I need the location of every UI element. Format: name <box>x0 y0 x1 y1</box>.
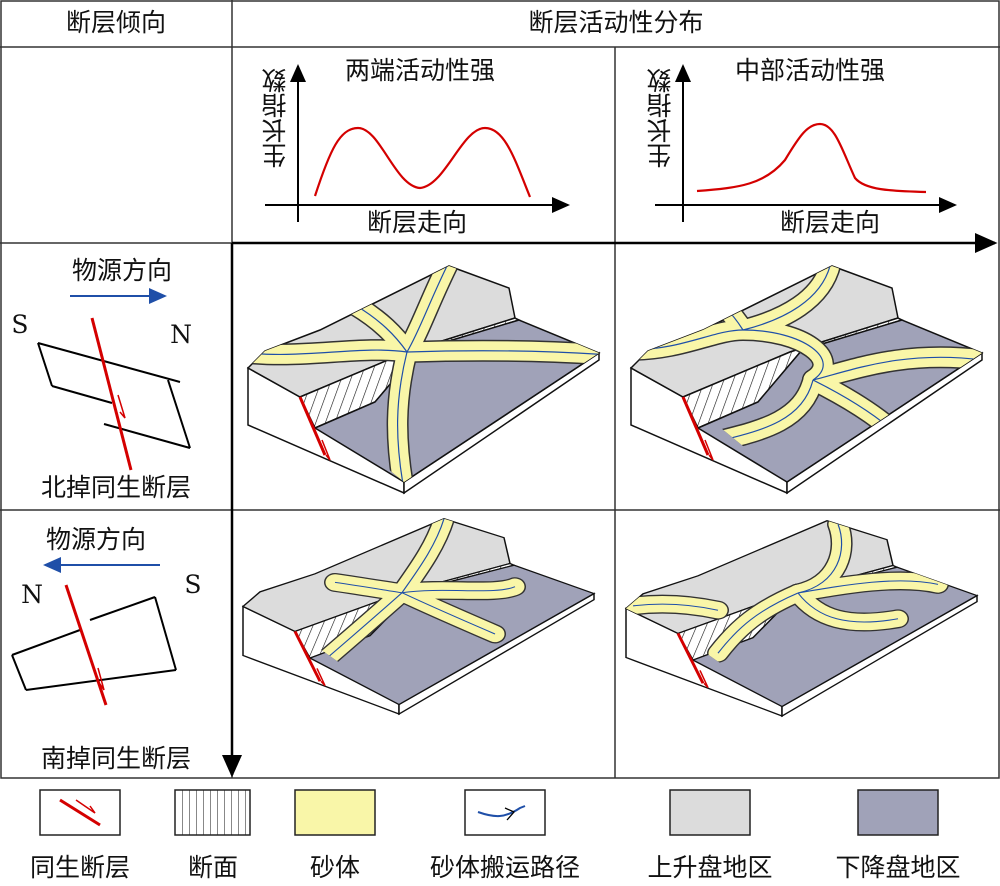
fault-plane-icon <box>174 789 251 836</box>
downthrown-area <box>691 566 979 708</box>
syn-fault-line <box>681 396 710 456</box>
direction-left: S <box>11 310 29 339</box>
growth-curve <box>696 122 927 194</box>
header-activity-distribution: 断层活动性分布 <box>528 8 704 37</box>
legend-label: 同生断层 <box>29 853 131 882</box>
direction-right: S <box>184 570 202 599</box>
source-direction-label: 物源方向 <box>71 256 173 285</box>
legend <box>39 789 939 836</box>
syn-fault-line <box>298 396 327 456</box>
source-direction-label: 物源方向 <box>45 525 147 554</box>
transport-path-icon <box>464 789 546 836</box>
upthrown-icon <box>669 789 751 836</box>
chart1-ylabel: 生长指数 <box>261 68 290 168</box>
fault-type-label: 南掉同生断层 <box>40 744 192 773</box>
downthrown-icon <box>857 789 939 836</box>
chart2-xlabel: 断层走向 <box>779 208 881 237</box>
syn-fault-line <box>676 632 705 684</box>
legend-label: 上升盘地区 <box>647 853 773 882</box>
fault-type-label: 北掉同生断层 <box>40 473 192 502</box>
sand-channels <box>626 520 949 663</box>
block-diagram-north-middle <box>629 265 984 495</box>
block-diagram-north-two-ends <box>246 265 601 495</box>
chart2-ylabel: 生长指数 <box>646 68 675 168</box>
header-fault-dip: 断层倾向 <box>65 8 167 37</box>
syn-fault-line <box>293 630 322 682</box>
north-down-fault-schematic <box>37 288 191 471</box>
chart-two-ends <box>265 64 570 222</box>
sand-channels <box>314 518 526 670</box>
legend-label: 砂体搬运路径 <box>429 853 581 882</box>
block-diagram-south-middle <box>624 520 979 718</box>
direction-left: N <box>21 580 43 609</box>
direction-right: N <box>170 320 192 349</box>
downthrown-area <box>308 564 596 706</box>
sand-body-icon <box>294 789 376 836</box>
chart1-xlabel: 断层走向 <box>366 208 468 237</box>
growth-curve <box>313 126 532 198</box>
legend-label: 砂体 <box>309 853 361 882</box>
south-down-fault-schematic <box>11 557 177 706</box>
block-diagram-south-two-ends <box>241 518 596 716</box>
legend-label: 断面 <box>187 853 239 882</box>
chart1-title: 两端活动性强 <box>344 56 496 85</box>
chart2-title: 中部活动性强 <box>734 56 886 85</box>
chart-middle <box>655 64 957 222</box>
legend-label: 下降盘地区 <box>835 853 961 882</box>
